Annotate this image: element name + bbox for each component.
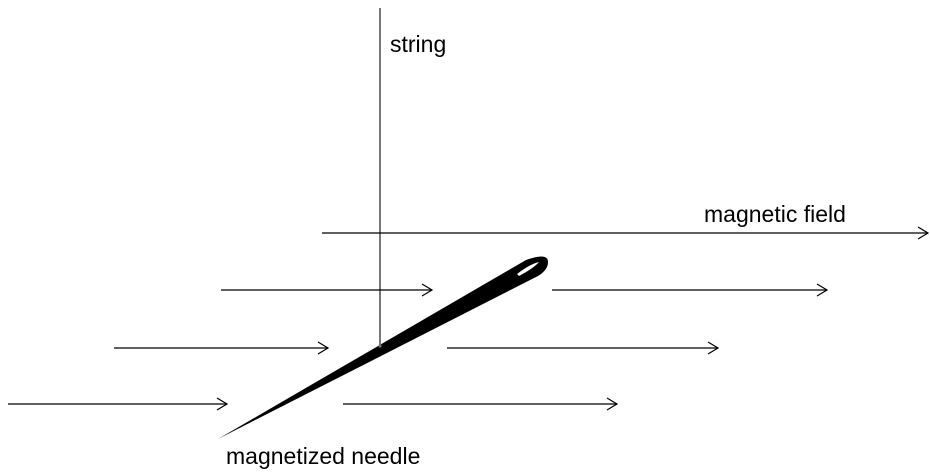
needle-eye [517,262,539,276]
field-arrow [552,283,829,297]
string-label: string [390,31,446,57]
needle [218,256,548,439]
magnetic-field-label: magnetic field [704,201,846,227]
field-arrow [8,397,229,411]
field-arrow [114,341,330,355]
field-arrow-main [322,226,930,240]
field-arrow [221,283,434,297]
magnetized-needle-label: magnetized needle [226,443,420,469]
needle-body [218,256,548,439]
field-arrow [447,341,720,355]
string-attach-point [378,344,382,348]
field-arrow [343,397,619,411]
